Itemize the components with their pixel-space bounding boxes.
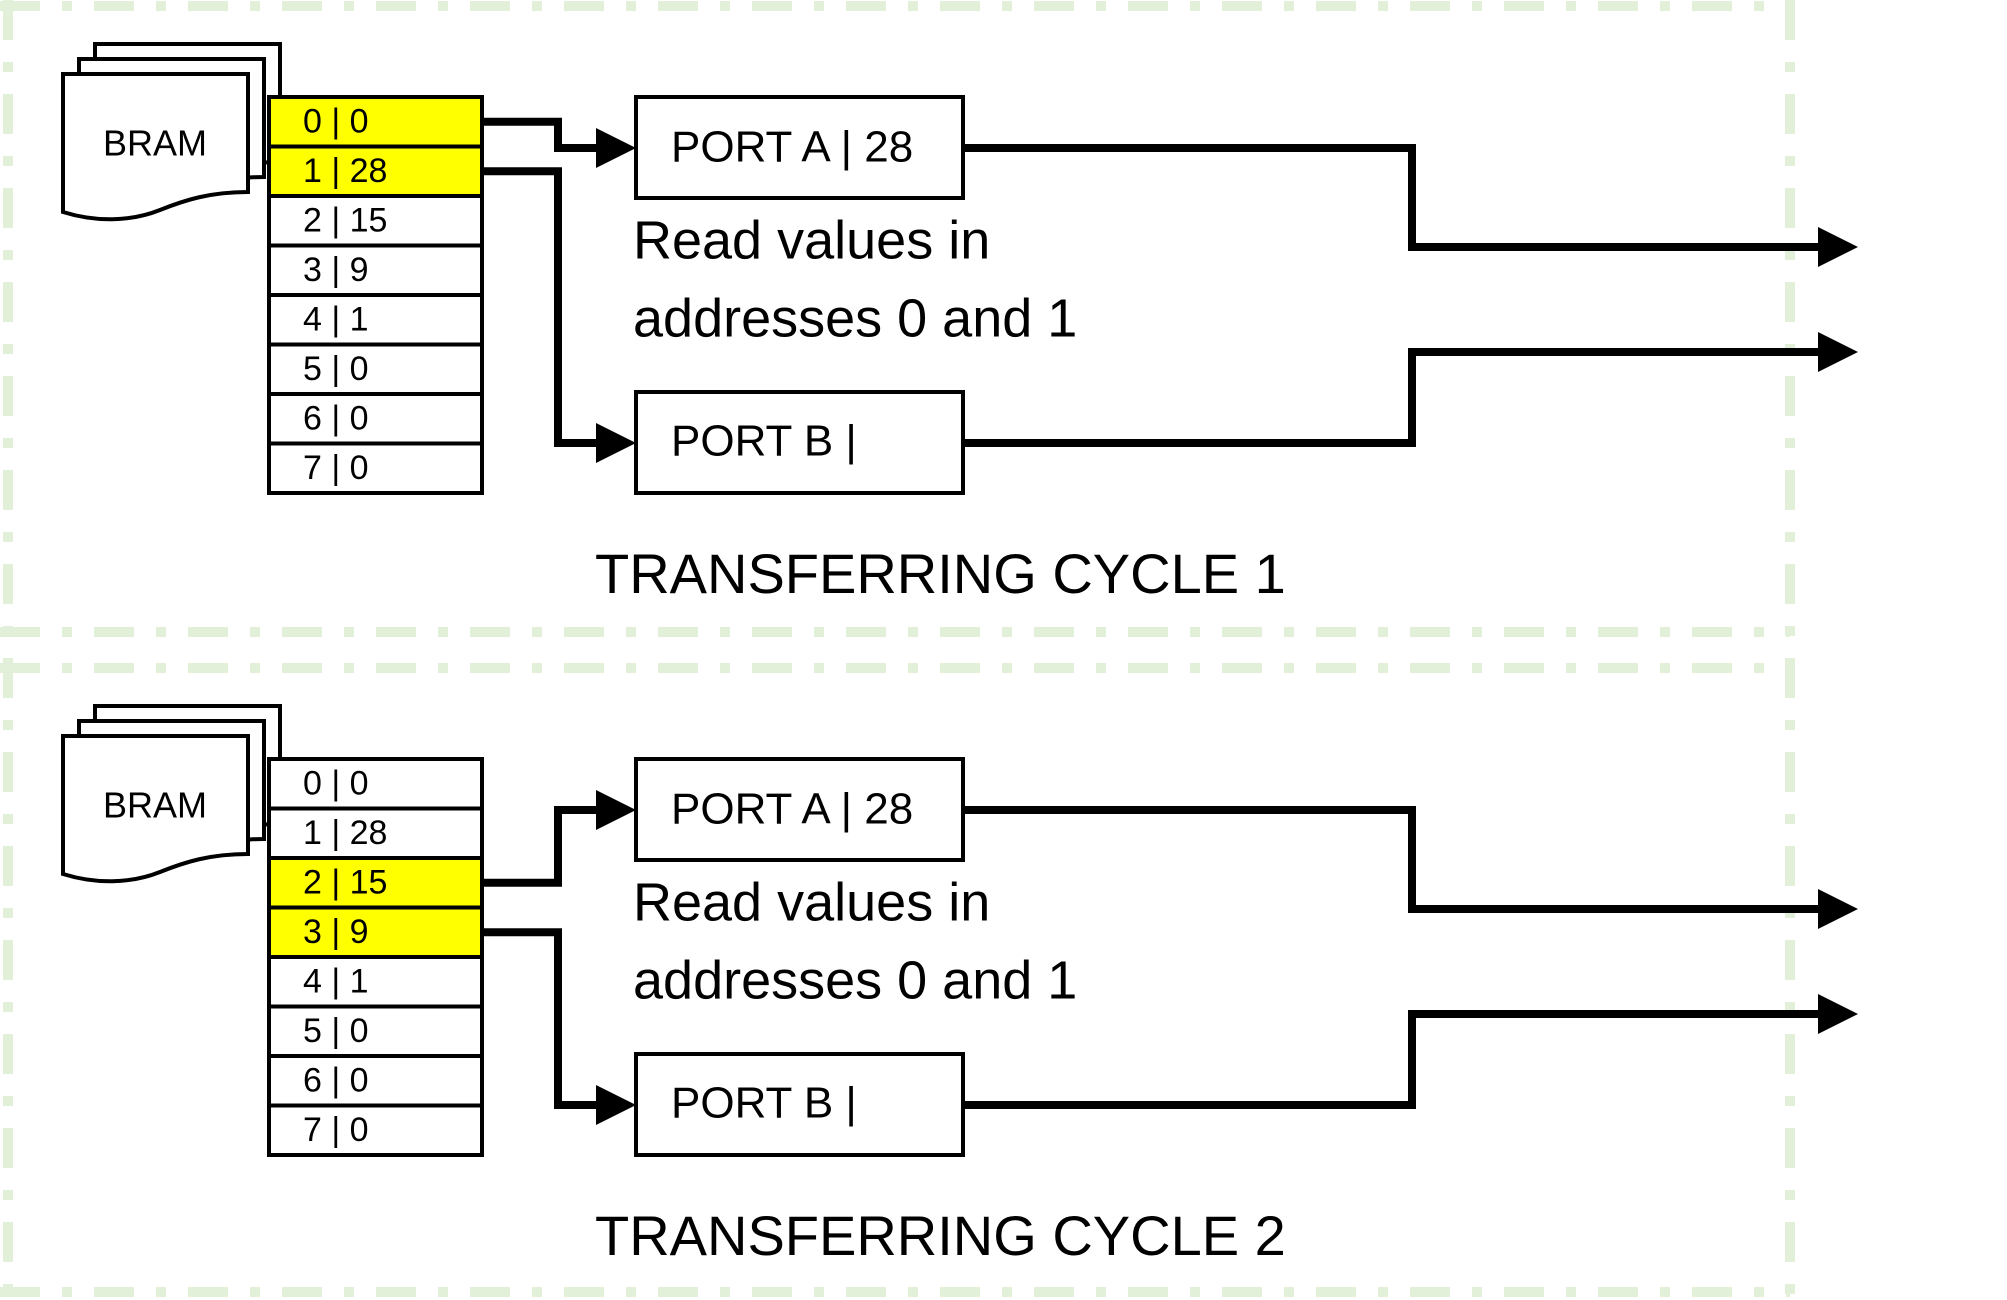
memory-row-label: 6 | 0 [303, 400, 369, 438]
port-a-output-arrow [963, 144, 1858, 267]
port-a-box [634, 95, 965, 200]
memory-row-label: 5 | 0 [303, 350, 369, 388]
panel-cycle-1: BRAM 0 | 0 1 | 28 2 | 15 3 | 9 4 | 1 5 | 0 6 | … [61, 42, 1858, 605]
port-b-output-arrow [963, 332, 1858, 447]
read-arrow-port-a [482, 790, 636, 887]
memory-row-label: 0 | 0 [303, 103, 369, 141]
cycle-label: TRANSFERRING CYCLE 1 [595, 542, 1286, 605]
read-arrow-port-b [482, 928, 636, 1125]
port-b-label: PORT B | [671, 1079, 857, 1128]
memory-row [267, 1054, 484, 1108]
memory-row-label: 0 | 0 [303, 765, 369, 803]
memory-row-highlighted [267, 905, 484, 959]
memory-row [267, 194, 484, 248]
memory-row [267, 955, 484, 1009]
memory-row [267, 1004, 484, 1058]
panel-cycle-2: BRAM 0 | 0 1 | 28 2 | 15 3 | 9 4 | 1 5 | 0 6 | … [61, 704, 1858, 1267]
port-a-output-arrow [963, 806, 1858, 929]
memory-row [267, 392, 484, 446]
memory-row [267, 293, 484, 347]
memory-row-label: 2 | 15 [303, 202, 387, 240]
port-b-box [634, 390, 965, 495]
bram-label: BRAM [103, 123, 207, 164]
memory-row [267, 757, 484, 811]
bram-document-icon [61, 42, 282, 222]
panel-frame [0, 0, 1795, 1300]
read-note-line-2: addresses 0 and 1 [633, 288, 1077, 348]
memory-row [267, 243, 484, 297]
memory-row [267, 342, 484, 396]
memory-row-label: 4 | 1 [303, 963, 369, 1001]
memory-row [267, 441, 484, 495]
bram-document-icon [61, 704, 282, 884]
cycle-label: TRANSFERRING CYCLE 2 [595, 1204, 1286, 1267]
memory-row [267, 1103, 484, 1157]
port-b-output-arrow [963, 994, 1858, 1109]
memory-row-label: 5 | 0 [303, 1012, 369, 1050]
port-a-label: PORT A | 28 [671, 123, 913, 172]
memory-row [267, 806, 484, 860]
memory-row-label: 3 | 9 [303, 251, 369, 289]
memory-row-label: 1 | 28 [303, 152, 387, 190]
memory-row-label: 6 | 0 [303, 1062, 369, 1100]
memory-row-label: 4 | 1 [303, 301, 369, 339]
port-b-label: PORT B | [671, 417, 857, 466]
memory-row-highlighted [267, 95, 484, 149]
memory-row-label: 7 | 0 [303, 449, 369, 487]
memory-row-label: 7 | 0 [303, 1111, 369, 1149]
port-a-label: PORT A | 28 [671, 785, 913, 834]
read-note-line-1: Read values in [633, 872, 990, 932]
bram-label: BRAM [103, 785, 207, 826]
memory-row-label: 2 | 15 [303, 864, 387, 902]
read-note-line-1: Read values in [633, 210, 990, 270]
read-arrow-port-a [482, 117, 636, 168]
memory-row-label: 3 | 9 [303, 913, 369, 951]
port-b-box [634, 1052, 965, 1157]
read-note-line-2: addresses 0 and 1 [633, 950, 1077, 1010]
memory-row-label: 1 | 28 [303, 814, 387, 852]
read-arrow-port-b [482, 167, 636, 463]
